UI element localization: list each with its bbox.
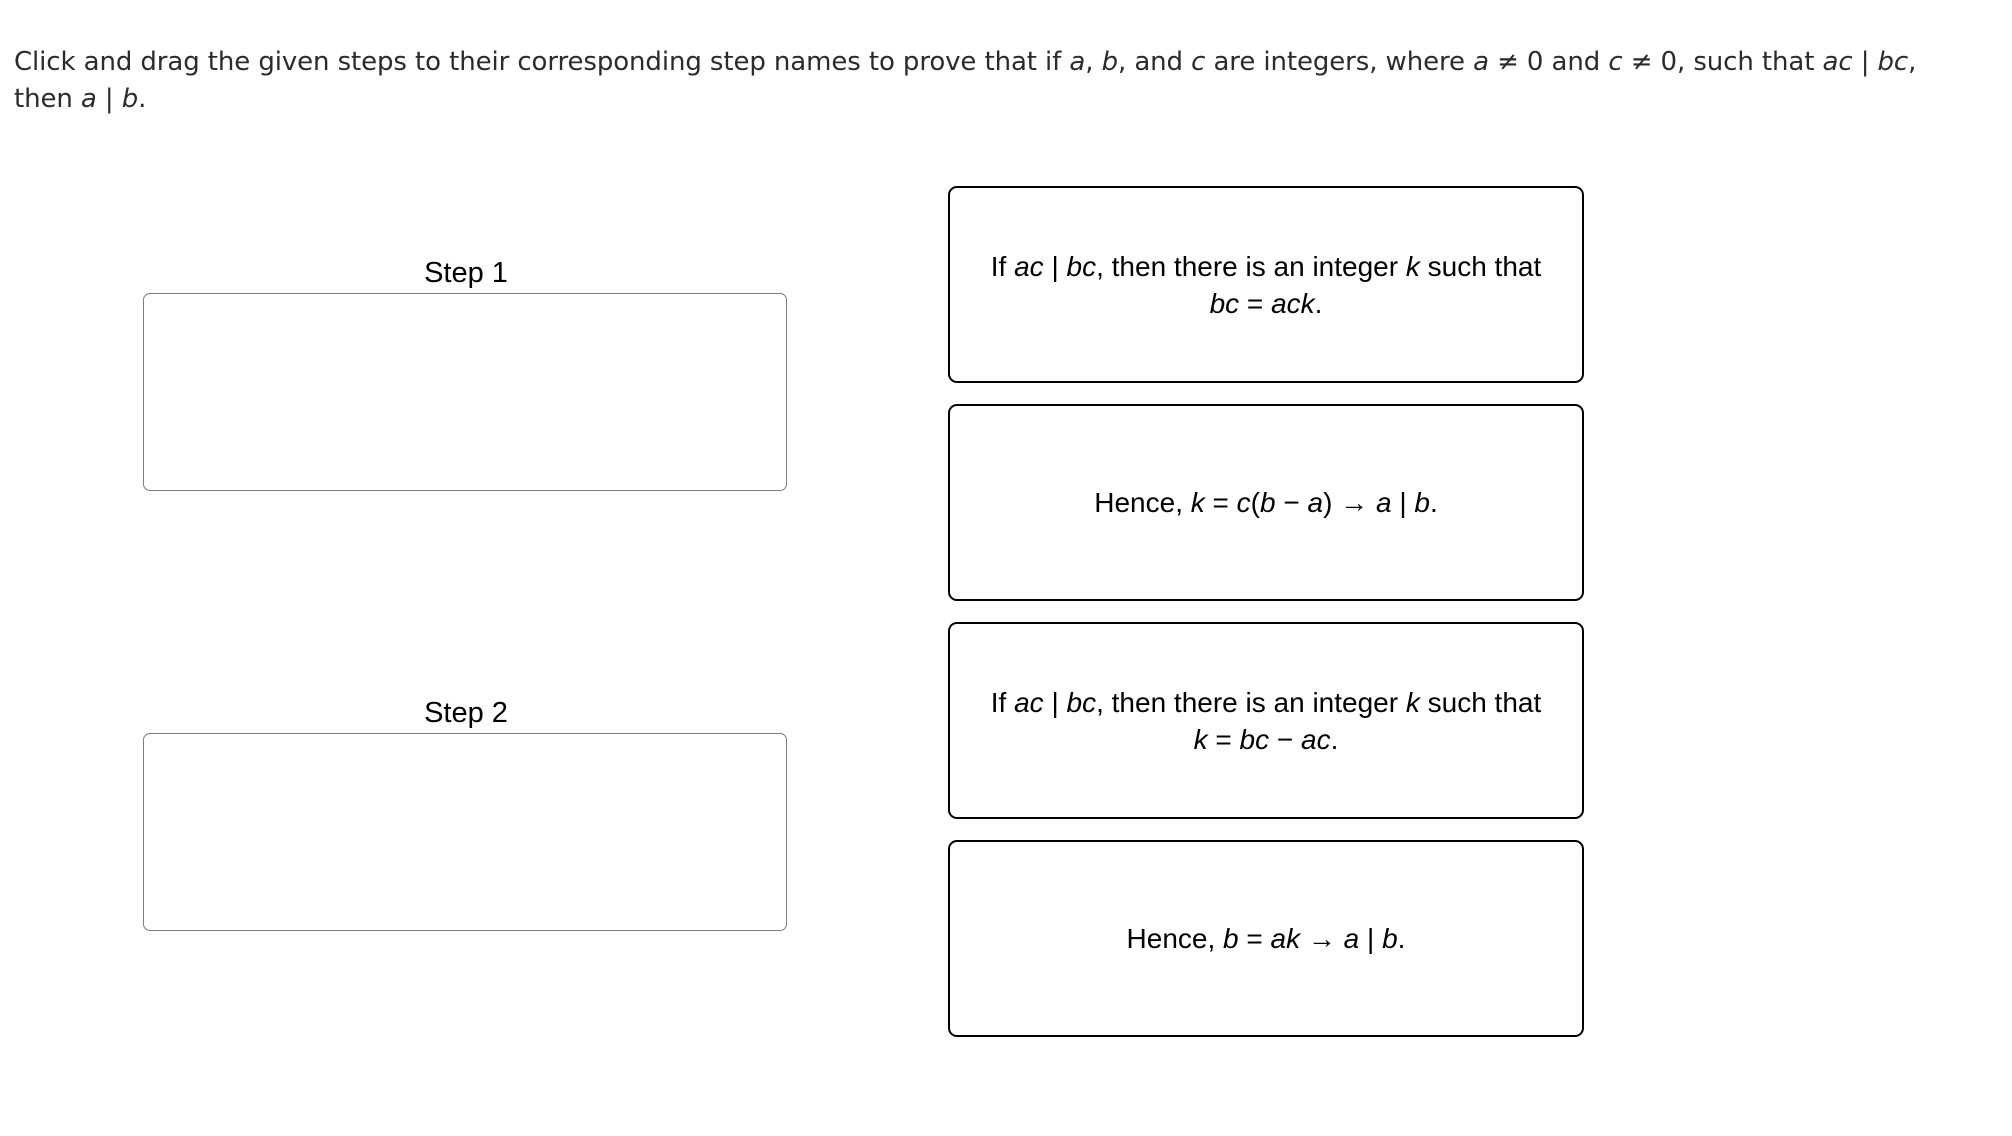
step-slot-group-2: Step 2 bbox=[143, 695, 789, 931]
expr-bc: bc bbox=[1877, 47, 1909, 77]
divides-symbol: | bbox=[1043, 686, 1067, 718]
step-card-3-text: If ac | bc, then there is an integer k s… bbox=[990, 686, 1542, 755]
prompt-line-2: that ac | bc, then a | b. bbox=[14, 47, 1917, 114]
step-card-4-text: Hence, b = ak → a | b. bbox=[1126, 923, 1406, 954]
divides-symbol: | bbox=[1043, 250, 1067, 282]
step-slot-group-1: Step 1 bbox=[143, 255, 789, 491]
condition-c-nonzero: c ≠ 0 bbox=[1608, 47, 1678, 77]
step-2-dropzone[interactable] bbox=[143, 733, 787, 931]
condition-a-nonzero: a ≠ 0 bbox=[1473, 47, 1544, 77]
step-1-label: Step 1 bbox=[424, 257, 508, 289]
expr-a: a bbox=[80, 84, 97, 114]
expr-ac: ac bbox=[1822, 47, 1853, 77]
divides-symbol: | bbox=[96, 84, 122, 114]
prompt-line-1: Click and drag the given steps to their … bbox=[14, 47, 1754, 77]
step-card-4[interactable]: Hence, b = ak → a | b. bbox=[948, 840, 1584, 1037]
step-card-1[interactable]: If ac | bc, then there is an integer k s… bbox=[948, 186, 1584, 383]
expr-b: b bbox=[121, 84, 139, 114]
step-card-stack: If ac | bc, then there is an integer k s… bbox=[948, 186, 1584, 1058]
var-b: b bbox=[1101, 47, 1119, 77]
implies-arrow-icon: → bbox=[1332, 487, 1376, 518]
step-card-3[interactable]: If ac | bc, then there is an integer k s… bbox=[948, 622, 1584, 819]
step-card-2[interactable]: Hence, k = c(b − a) → a | b. bbox=[948, 404, 1584, 601]
var-a: a bbox=[1069, 47, 1086, 77]
divides-symbol: | bbox=[1359, 923, 1383, 954]
divides-symbol: | bbox=[1391, 487, 1415, 518]
question-prompt: Click and drag the given steps to their … bbox=[14, 44, 1934, 118]
step-2-label: Step 2 bbox=[424, 697, 508, 729]
var-c: c bbox=[1191, 47, 1206, 77]
divides-symbol: | bbox=[1852, 47, 1878, 77]
step-card-2-text: Hence, k = c(b − a) → a | b. bbox=[1094, 487, 1438, 518]
implies-arrow-icon: → bbox=[1300, 923, 1344, 954]
step-card-1-text: If ac | bc, then there is an integer k s… bbox=[990, 250, 1542, 319]
step-1-dropzone[interactable] bbox=[143, 293, 787, 491]
